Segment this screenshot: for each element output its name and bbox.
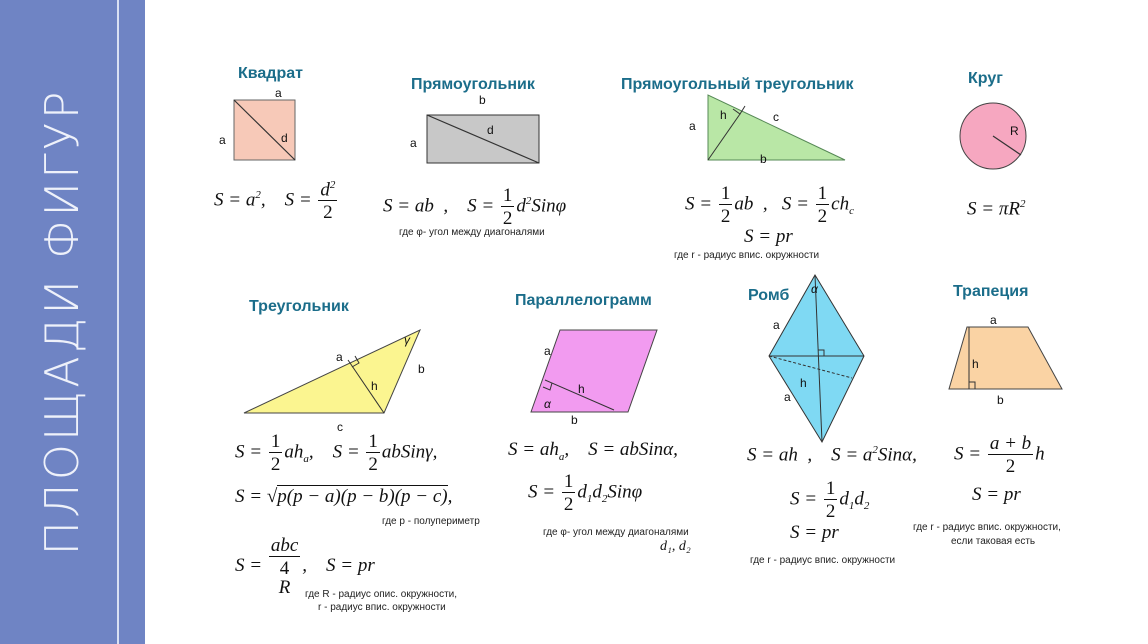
rhombus-label-a1: a [773,318,780,332]
square-label-diag: d [281,131,288,145]
rhombus-note: где r - радиус впис. окружности [750,555,896,566]
trapezoid-label-b: b [997,393,1004,407]
triangle-label-b: b [418,362,425,376]
rectangle-diagonal [426,114,540,164]
parallelogram-note: где φ- угол между диагоналями [543,527,689,538]
parallelogram-label-a: a [544,344,551,358]
triangle-label-h: h [371,379,378,393]
parallelogram-figure [530,329,658,413]
trapezoid-note-1: где r - радиус впис. окружности, [913,522,1061,533]
square-diagonal [233,99,296,161]
parallelogram-right-angle [542,382,553,391]
triangle-right-angle [351,355,360,368]
trapezoid-title: Трапеция [953,283,1029,300]
rectangle-figure [426,114,540,164]
circle-label-r: R [1010,124,1019,138]
trapezoid-label-a: a [990,313,997,327]
rhombus-figure [768,274,865,444]
rectangle-label-side: a [410,136,417,150]
trapezoid-right-angle [969,381,976,389]
right-triangle-label-c: c [773,110,779,124]
square-title: Квадрат [238,65,303,82]
triangle-label-gamma: γ [404,333,410,347]
triangle-formula-2: S = √p(p − a)(p − b)(p − c), [235,485,453,507]
triangle-height [347,359,385,414]
right-angle-mark [732,105,746,115]
rhombus-label-h: h [800,376,807,390]
square-figure [233,99,296,161]
sidebar-title: ПЛОЩАДИ ФИГУР [35,88,89,556]
parallelogram-shape [530,329,658,413]
parallelogram-label-alpha: α [544,397,551,411]
parallelogram-note-d: d₁, d₂ [660,539,691,554]
triangle-label-a: a [336,350,343,364]
right-triangle-label-a: a [689,119,696,133]
parallelogram-title: Параллелограмм [515,292,652,309]
rectangle-label-top: b [479,93,486,107]
rhombus-formula-1: S = ah , S = a2Sinα, [747,444,917,466]
circle-radius [992,135,1022,156]
rectangle-note: где φ- угол между диагоналями [399,227,545,238]
right-triangle-label-h: h [720,108,727,122]
rectangle-label-diag: d [487,123,494,137]
sidebar-divider [117,0,119,644]
right-triangle-title: Прямоугольный треугольник [621,76,854,93]
trapezoid-formula-2: S = pr [972,484,1021,505]
rectangle-title: Прямоугольник [411,76,535,93]
right-triangle-height [707,113,741,161]
triangle-note-p: где p - полупериметр [382,516,480,527]
trapezoid-note-2: если таковая есть [951,536,1036,547]
rhombus-title: Ромб [748,287,790,304]
square-label-top: a [275,86,282,100]
sidebar: ПЛОЩАДИ ФИГУР [0,0,145,644]
rhombus-diagonal-1 [814,274,823,443]
triangle-shape [243,328,421,414]
trapezoid-figure [948,326,1063,390]
triangle-note-r2: r - радиус впис. окружности [318,602,446,613]
triangle-figure [243,328,421,414]
circle-title: Круг [968,70,1003,87]
right-triangle-note: где r - радиус впис. окружности [674,250,820,261]
square-label-side: a [219,133,226,147]
rhombus-label-a2: a [784,390,791,404]
triangle-note-r1: где R - радиус опис. окружности, [305,589,458,600]
parallelogram-label-h: h [578,382,585,396]
rhombus-formula-3: S = pr [790,522,839,543]
rhombus-right-angle [818,349,825,356]
triangle-label-c: c [337,420,343,434]
triangle-title: Треугольник [249,298,349,315]
rhombus-label-alpha: α [811,282,818,296]
circle-formula: S = πR2 [967,198,1026,220]
right-triangle-label-b: b [760,152,767,166]
trapezoid-shape [948,326,1063,390]
parallelogram-height [544,379,615,411]
trapezoid-label-h: h [972,357,979,371]
parallelogram-label-b: b [571,413,578,427]
rhombus-height [768,355,853,379]
right-triangle-formula-2: S = pr [744,226,793,247]
circle-figure [959,102,1027,170]
right-triangle-figure [707,94,846,161]
right-triangle-shape [707,94,846,161]
parallelogram-formula-1: S = aha, S = abSinα, [508,439,678,463]
